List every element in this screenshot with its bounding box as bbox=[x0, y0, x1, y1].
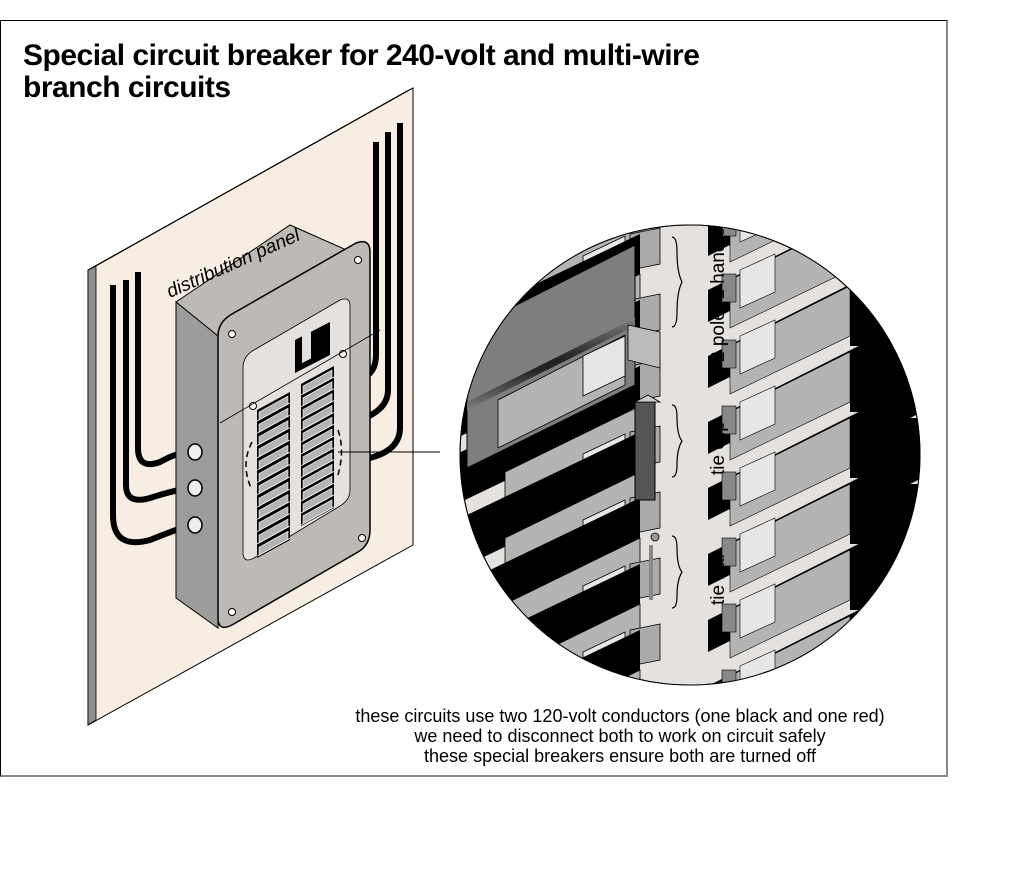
breaker-slot bbox=[460, 225, 640, 248]
tie-bar-label: tie bar bbox=[708, 552, 729, 605]
breaker-handle bbox=[722, 868, 736, 893]
breaker-body bbox=[729, 225, 851, 263]
center-gap bbox=[663, 225, 708, 685]
brace-two-pole bbox=[671, 236, 683, 328]
breaker-slot bbox=[708, 46, 930, 190]
breaker-slot bbox=[460, 432, 640, 578]
diagram-title: Special circuit breaker for 240-volt and… bbox=[23, 40, 783, 104]
breaker-handle bbox=[721, 537, 737, 567]
breaker-window bbox=[739, 451, 776, 507]
title-line-1: Special circuit breaker for 240-volt and… bbox=[23, 39, 700, 72]
two-pole-label: 2 pole, 1 handle bbox=[708, 227, 729, 362]
breaker-body bbox=[730, 88, 850, 196]
breaker-slot bbox=[708, 772, 930, 893]
breaker-handle bbox=[721, 273, 737, 303]
breaker-handle bbox=[721, 471, 737, 501]
breaker-body bbox=[730, 814, 850, 893]
tie-clip-label: tie clip bbox=[708, 421, 729, 475]
wire-connectors bbox=[187, 443, 203, 534]
breaker-body bbox=[505, 802, 640, 893]
breaker-window bbox=[583, 830, 625, 888]
breaker-window bbox=[739, 385, 776, 441]
main-breaker-rating: 100 bbox=[296, 349, 302, 360]
two-pole-handle bbox=[627, 324, 661, 369]
breaker-handle bbox=[722, 142, 736, 170]
caption: these circuits use two 120-volt conducto… bbox=[290, 706, 950, 766]
caption-line-3: these special breakers ensure both are t… bbox=[424, 746, 816, 766]
breaker-window bbox=[739, 517, 776, 573]
breaker-window bbox=[739, 253, 776, 309]
breaker-handle bbox=[630, 162, 660, 204]
caption-line-2: we need to disconnect both to work on ci… bbox=[414, 726, 826, 746]
caption-line-1: these circuits use two 120-volt conducto… bbox=[355, 706, 885, 726]
breaker-handle bbox=[721, 339, 737, 369]
breaker-window bbox=[739, 319, 776, 375]
screws bbox=[228, 256, 366, 616]
breaker-handle bbox=[721, 603, 737, 633]
two-pole-seam bbox=[467, 318, 635, 410]
breaker-window bbox=[739, 583, 776, 639]
breaker-handle bbox=[721, 405, 737, 435]
breaker-handle bbox=[722, 802, 736, 830]
breaker-window bbox=[740, 848, 775, 893]
breaker-window bbox=[582, 225, 626, 229]
brace-tie-bar bbox=[671, 535, 683, 609]
diagram-frame bbox=[0, 20, 948, 777]
brace-tie-clip bbox=[671, 404, 683, 478]
breaker-window bbox=[583, 764, 625, 822]
breaker-handle bbox=[721, 225, 737, 237]
breaker-slot bbox=[440, 762, 640, 893]
panel-box: 100 bbox=[175, 224, 440, 629]
small-breakers bbox=[256, 369, 335, 557]
title-line-2: branch circuits bbox=[23, 71, 231, 104]
breaker-window bbox=[740, 122, 775, 176]
breaker-window bbox=[740, 782, 775, 836]
breaker-handle bbox=[630, 822, 660, 864]
breaker-body bbox=[504, 225, 641, 251]
breaker-annotations: 2 pole, 1 handle tie clip tie bar bbox=[671, 227, 729, 609]
breaker-handle bbox=[721, 669, 737, 685]
tie-clip bbox=[634, 401, 656, 501]
breaker-window bbox=[739, 225, 776, 243]
